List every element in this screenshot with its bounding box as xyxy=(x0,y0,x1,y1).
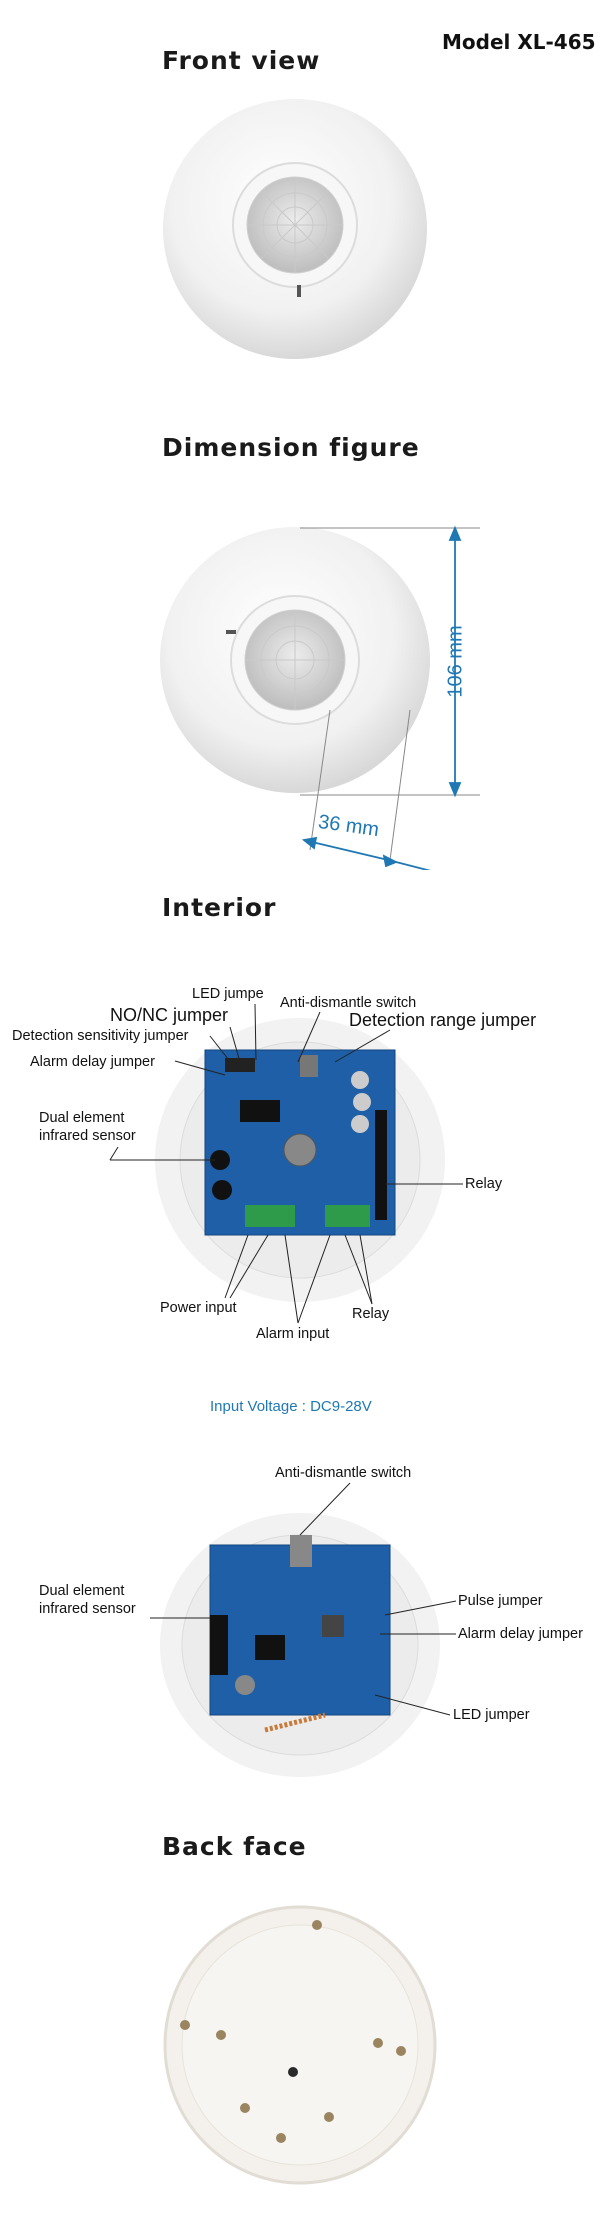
label-relay-right: Relay xyxy=(465,1176,503,1192)
label-anti-dismantle-switch: Anti-dismantle switch xyxy=(280,995,417,1011)
label-dual-element-line2: infrared sensor xyxy=(39,1128,136,1144)
label-alarm-delay-jumper: Alarm delay jumper xyxy=(30,1054,155,1070)
interior-board-back-image xyxy=(160,1513,440,1777)
dimension-detector-image xyxy=(160,527,430,793)
section-title-front-view: Front view xyxy=(162,46,321,75)
interior-leader-lines xyxy=(109,1003,463,1324)
label-dual-element-2-line1: Dual element xyxy=(39,1583,125,1599)
label-led-jumper-2: LED jumper xyxy=(453,1707,530,1723)
label-pulse-jumper: Pulse jumper xyxy=(458,1593,543,1609)
label-detection-range-jumper: Detection range jumper xyxy=(349,1010,537,1030)
dimension-lines xyxy=(300,525,480,870)
label-anti-dismantle-switch-2: Anti-dismantle switch xyxy=(275,1465,412,1481)
front-view-detector-image xyxy=(163,99,427,359)
section-title-back-face: Back face xyxy=(162,1832,307,1861)
section-title-interior: Interior xyxy=(162,893,277,922)
label-led-jumper: LED jumpe xyxy=(192,986,264,1002)
label-alarm-input: Alarm input xyxy=(256,1326,330,1342)
label-dual-element-line1: Dual element xyxy=(39,1110,125,1126)
label-dual-element-2-line2: infrared sensor xyxy=(39,1601,136,1617)
label-relay-bottom: Relay xyxy=(352,1306,390,1322)
interior2-leader-lines xyxy=(150,1482,457,1716)
label-power-input: Power input xyxy=(160,1300,237,1316)
model-number: Model XL-465 xyxy=(442,30,596,54)
label-no-nc-jumper: NO/NC jumper xyxy=(110,1005,229,1025)
interior-board-image xyxy=(155,1018,445,1302)
section-title-dimension: Dimension figure xyxy=(162,433,420,462)
label-alarm-delay-jumper-2: Alarm delay jumper xyxy=(458,1626,583,1642)
input-voltage-note: Input Voltage : DC9-28V xyxy=(210,1398,372,1415)
label-detection-sensitivity-jumper: Detection sensitivity jumper xyxy=(12,1028,189,1044)
back-face-image xyxy=(163,1905,437,2185)
